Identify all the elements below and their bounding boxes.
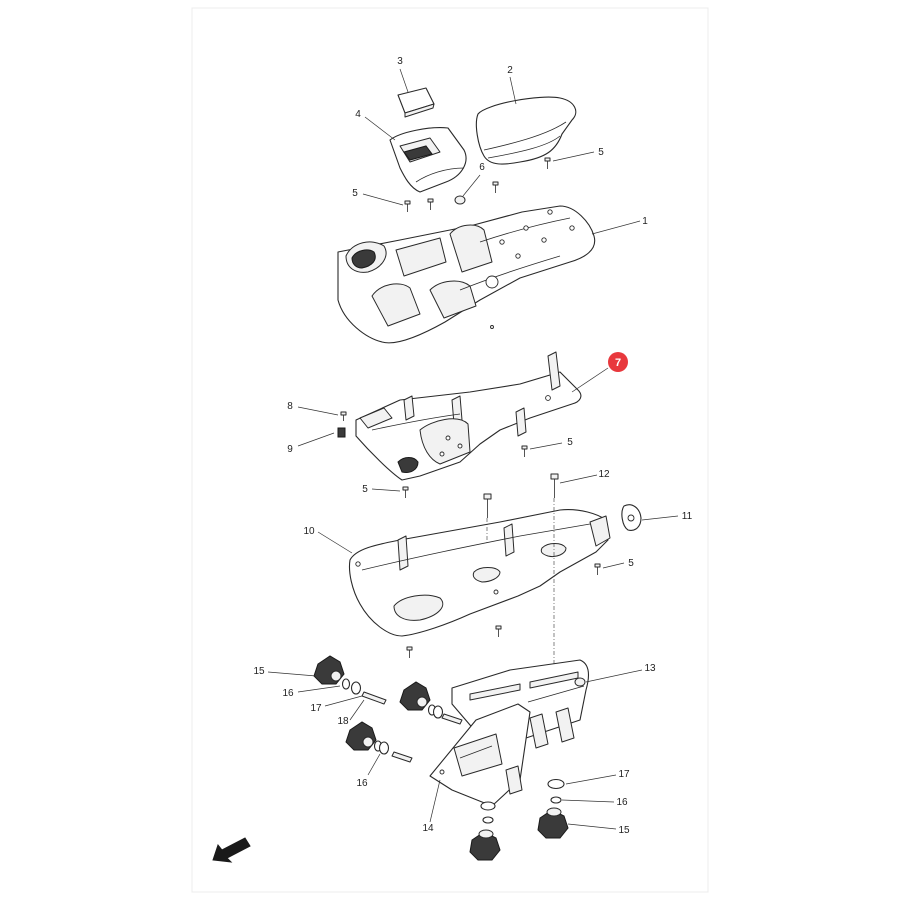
callout-5e: 5 xyxy=(628,558,634,569)
screws xyxy=(337,157,601,658)
callout-16c: 16 xyxy=(616,797,628,808)
part-12-bolts[interactable] xyxy=(483,473,559,518)
screw xyxy=(492,181,499,193)
part-7-chassis-frame[interactable] xyxy=(355,351,582,481)
part-4-grip-shell[interactable] xyxy=(389,127,467,193)
part-2-top-cover[interactable] xyxy=(475,96,577,165)
screw xyxy=(340,411,347,421)
highlight-badge xyxy=(608,352,628,372)
callout-9: 9 xyxy=(287,444,293,455)
screw xyxy=(404,200,411,212)
part-18-pins[interactable] xyxy=(361,691,463,763)
part-14-lower-plate[interactable] xyxy=(429,703,531,807)
screw xyxy=(521,445,528,457)
knob xyxy=(537,807,569,839)
screw xyxy=(427,198,434,210)
screw xyxy=(402,486,409,498)
screw xyxy=(495,625,502,637)
part-3-cap[interactable] xyxy=(397,87,435,118)
knob xyxy=(469,829,501,861)
callout-5c: 5 xyxy=(567,437,573,448)
part-15-knobs[interactable] xyxy=(313,655,569,861)
screw xyxy=(406,646,413,658)
part-11-clip[interactable] xyxy=(621,504,642,531)
callout-12: 12 xyxy=(598,469,610,480)
callout-3: 3 xyxy=(397,56,403,67)
callout-17b: 17 xyxy=(618,769,630,780)
callout-18: 18 xyxy=(337,716,349,727)
callout-14: 14 xyxy=(422,823,434,834)
callout-2: 2 xyxy=(507,65,513,76)
callout-8: 8 xyxy=(287,401,293,412)
callout-7-highlight[interactable]: 7 xyxy=(608,352,628,372)
callout-5a: 5 xyxy=(598,147,604,158)
callout-15a: 15 xyxy=(253,666,265,677)
callout-10: 10 xyxy=(303,526,315,537)
callout-5d: 5 xyxy=(362,484,368,495)
part-16-17-washers[interactable] xyxy=(341,678,565,824)
callout-4: 4 xyxy=(355,109,361,120)
assembly-guide-lines xyxy=(486,498,555,690)
callout-11: 11 xyxy=(682,511,693,522)
callout-1: 1 xyxy=(642,216,648,227)
screw xyxy=(337,427,346,438)
callout-16b: 16 xyxy=(356,778,368,789)
callout-7: 7 xyxy=(615,357,621,369)
callout-16a: 16 xyxy=(282,688,294,699)
knob xyxy=(313,655,345,685)
callout-15b: 15 xyxy=(618,825,630,836)
screw xyxy=(544,157,551,169)
part-6-plug[interactable] xyxy=(454,195,466,205)
leader-lines xyxy=(267,68,679,830)
part-callouts: 3 2 4 5 6 5 1 7 8 9 5 5 12 11 10 5 13 15… xyxy=(253,56,692,836)
arrow-down-left-icon xyxy=(212,837,251,863)
part-1-upper-housing[interactable] xyxy=(337,205,596,344)
callout-13: 13 xyxy=(644,663,656,674)
callout-6: 6 xyxy=(479,162,485,173)
screw xyxy=(594,563,601,575)
diagram-frame xyxy=(191,7,709,893)
part-10-lower-tray[interactable] xyxy=(348,509,611,637)
callout-17a: 17 xyxy=(310,703,322,714)
callout-5b: 5 xyxy=(352,188,358,199)
knob xyxy=(345,721,377,751)
knob xyxy=(399,681,431,711)
